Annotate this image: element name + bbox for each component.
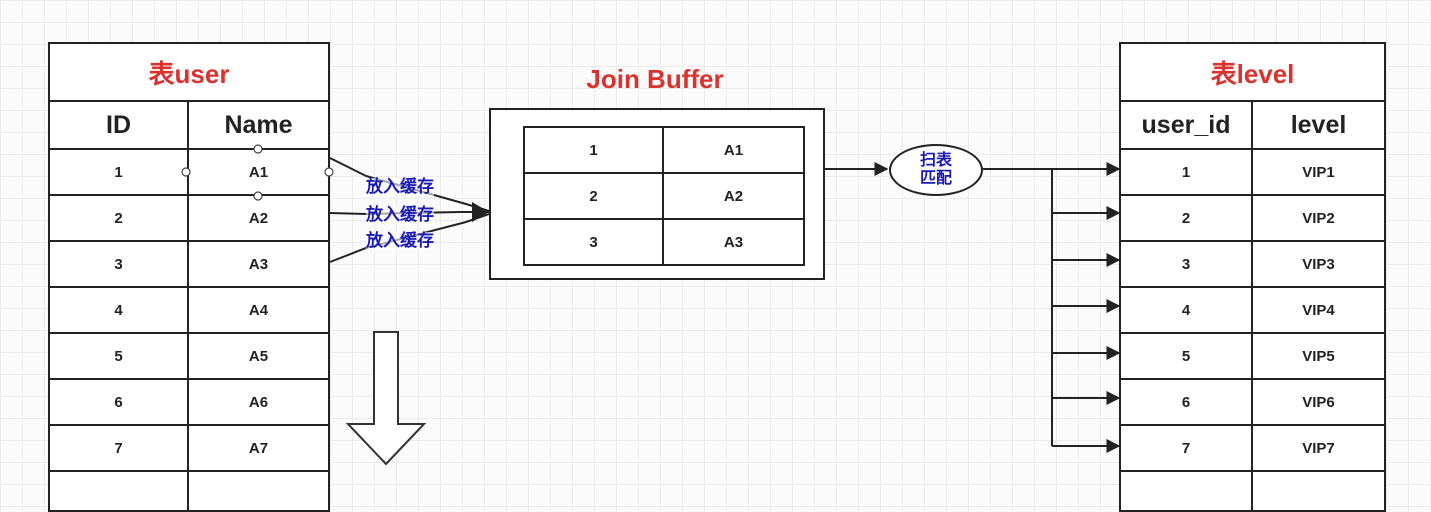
user-id-cell: 2 (48, 194, 189, 242)
buffer-name-cell: A2 (662, 172, 805, 220)
level-user-id-cell: 1 (1119, 148, 1253, 196)
level-user-id-cell: 2 (1119, 194, 1253, 242)
buffer-id-cell: 1 (523, 126, 664, 174)
user-header-id: ID (48, 100, 189, 150)
level-value-cell: VIP2 (1251, 194, 1386, 242)
level-value-cell: VIP5 (1251, 332, 1386, 380)
user-id-cell: 4 (48, 286, 189, 334)
level-user-id-cell: 5 (1119, 332, 1253, 380)
user-id-cell: 3 (48, 240, 189, 288)
user-table-title: 表user (48, 42, 330, 102)
user-name-cell: A7 (187, 424, 330, 472)
match-label: 匹配 (919, 170, 952, 187)
level-header-level: level (1251, 100, 1386, 150)
buffer-name-cell: A1 (662, 126, 805, 174)
user-name-cell: A3 (187, 240, 330, 288)
down-arrow-icon (345, 331, 427, 466)
cache-label-3: 放入缓存 (366, 231, 434, 250)
buffer-id-cell: 2 (523, 172, 664, 220)
level-value-cell: VIP4 (1251, 286, 1386, 334)
selection-handle-left (181, 167, 191, 177)
buffer-name-cell: A3 (662, 218, 805, 266)
cache-label-2: 放入缓存 (366, 205, 434, 224)
user-id-cell: 6 (48, 378, 189, 426)
level-value-cell: VIP7 (1251, 424, 1386, 472)
user-id-cell: 5 (48, 332, 189, 380)
user-name-cell: A6 (187, 378, 330, 426)
user-id-cell: 1 (48, 148, 189, 196)
join-buffer-title: Join Buffer (586, 64, 724, 94)
user-name-cell: A4 (187, 286, 330, 334)
user-name-cell: A5 (187, 332, 330, 380)
user-id-cell: 7 (48, 424, 189, 472)
user-header-name: Name (187, 100, 330, 150)
buffer-id-cell: 3 (523, 218, 664, 266)
cache-label-1: 放入缓存 (366, 177, 434, 196)
level-value-cell: VIP1 (1251, 148, 1386, 196)
level-table-title: 表level (1119, 42, 1386, 102)
level-value-cell: VIP6 (1251, 378, 1386, 426)
user-name-cell: A2 (187, 194, 330, 242)
level-header-user-id: user_id (1119, 100, 1253, 150)
selection-handle-right (324, 167, 334, 177)
level-value-cell: VIP3 (1251, 240, 1386, 288)
level-user-id-cell: 7 (1119, 424, 1253, 472)
selection-handle-bottom (253, 191, 263, 201)
level-user-id-cell: 4 (1119, 286, 1253, 334)
arrow-right-icon (472, 202, 489, 222)
selection-handle-top (253, 144, 263, 154)
scan-match-node: 扫表 匹配 (889, 144, 983, 196)
level-user-id-cell: 6 (1119, 378, 1253, 426)
scan-label: 扫表 (919, 152, 952, 169)
level-user-id-cell: 3 (1119, 240, 1253, 288)
